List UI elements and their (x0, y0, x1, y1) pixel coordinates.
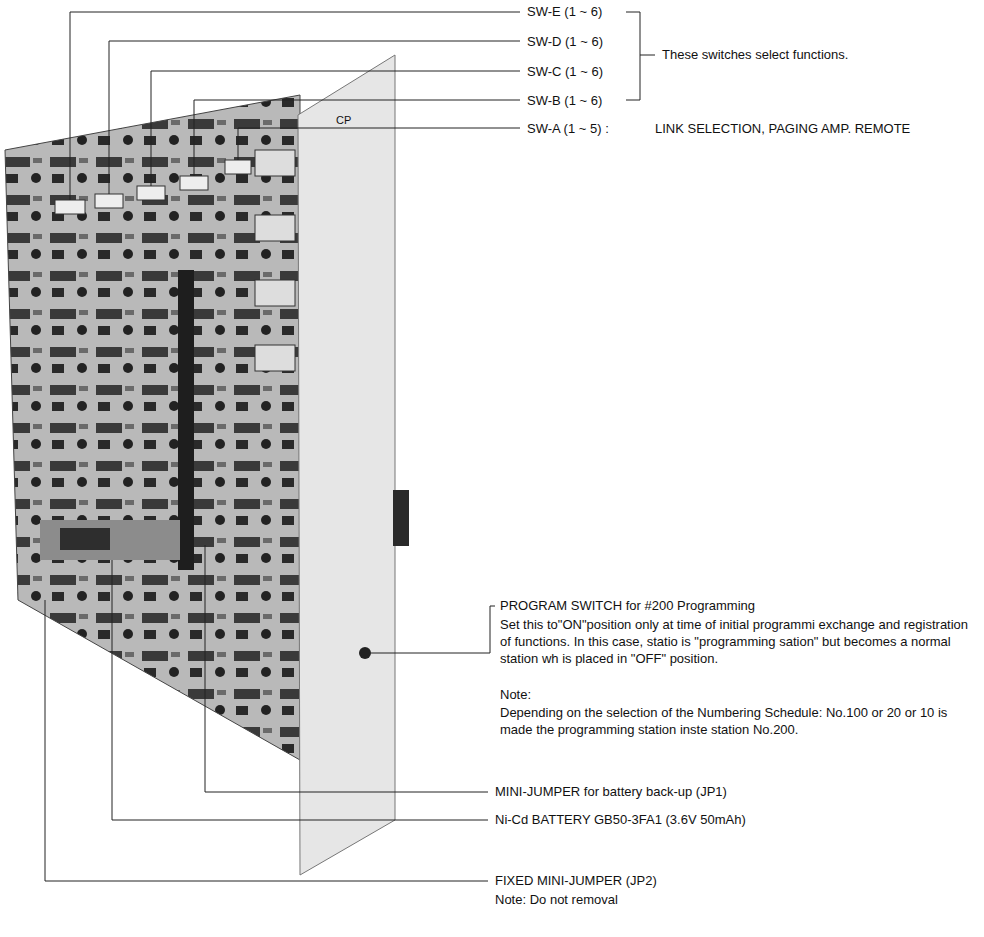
part-label: PROGRAM SWITCH for #200 Programming (500, 597, 755, 614)
circuit-board (5, 95, 300, 760)
dip-switch (137, 186, 165, 200)
leader-line (205, 545, 488, 792)
eprom-chip (255, 150, 295, 176)
description: Depending on the selection of the Number… (500, 704, 970, 738)
part-label: Ni-Cd BATTERY GB50-3FA1 (3.6V 50mAh) (495, 811, 746, 828)
part-label: FIXED MINI-JUMPER (JP2) (495, 872, 657, 889)
eprom-chip (255, 345, 295, 371)
description: Set this to"ON"position only at time of … (500, 616, 970, 667)
leader-lines (45, 12, 655, 881)
leader-line (371, 606, 495, 653)
switch-label: SW-E (1 ~ 6) (527, 3, 602, 20)
bracket (626, 12, 640, 100)
battery (40, 520, 180, 560)
switch-label: SW-B (1 ~ 6) (527, 92, 602, 109)
leader-line (109, 41, 520, 194)
eprom-chip (255, 280, 295, 306)
leader-line (112, 560, 488, 820)
switch-label: SW-C (1 ~ 6) (527, 63, 603, 80)
jumper (60, 528, 110, 550)
part-label: MINI-JUMPER for battery back-up (JP1) (495, 783, 727, 800)
dip-switch (95, 194, 123, 208)
leader-line (194, 100, 520, 176)
leader-line (238, 128, 520, 160)
bracket-note: These switches select functions. (662, 46, 848, 63)
program-switch (359, 647, 371, 659)
panel-marking: CP (336, 112, 351, 129)
bracket-tick (640, 55, 655, 56)
connector (393, 490, 409, 546)
note: Note: Do not removal (495, 891, 618, 908)
eprom-chip (255, 215, 295, 241)
leader-line (45, 600, 488, 881)
ic-chip (178, 270, 194, 570)
dip-switch (225, 160, 251, 174)
switch-label: SW-D (1 ~ 6) (527, 33, 603, 50)
board-components (40, 150, 295, 570)
note-heading: Note: (500, 686, 531, 703)
leader-line (151, 71, 520, 186)
leader-line (70, 12, 520, 200)
dip-switch (55, 200, 85, 214)
front-panel (298, 55, 395, 875)
switch-label: SW-A (1 ~ 5) : (527, 120, 609, 137)
dip-switch (180, 176, 208, 190)
switch-function: LINK SELECTION, PAGING AMP. REMOTE (655, 120, 910, 137)
